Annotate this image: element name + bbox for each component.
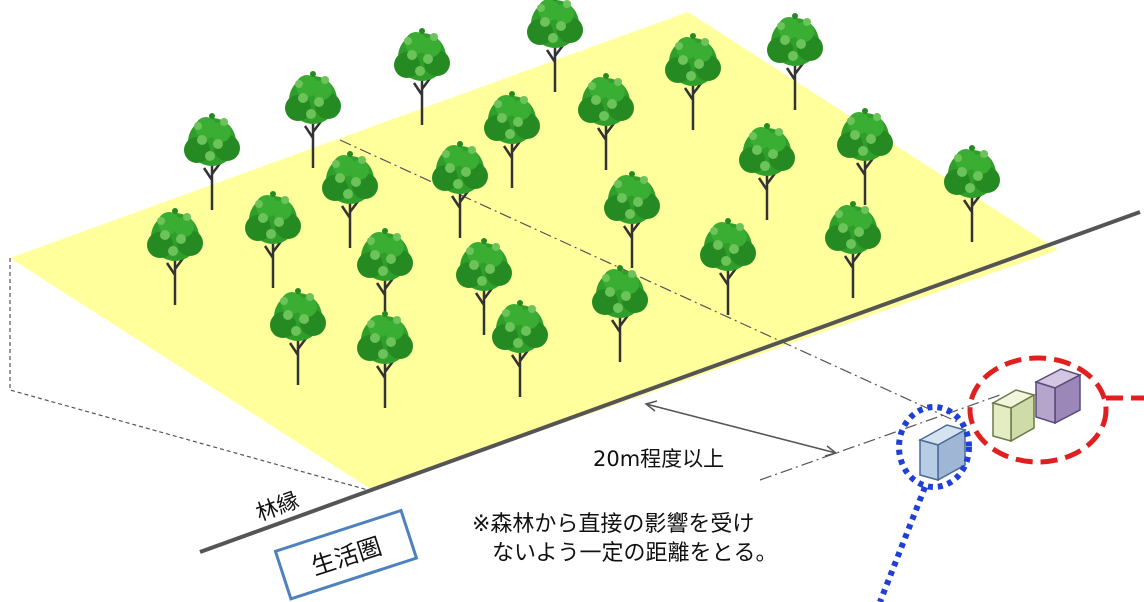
blue-leader-line: [877, 485, 928, 602]
forest-area: [10, 12, 1058, 490]
red-highlight-circle: [967, 355, 1109, 465]
forest-edge-line: [199, 210, 1141, 554]
house-box-icon: [918, 424, 967, 482]
boundary-line-outer: [759, 394, 1001, 481]
distance-arrow: [644, 400, 838, 457]
ground-profile-line: [9, 258, 369, 491]
house-box-icon: [1034, 368, 1082, 425]
blue-highlight-circle: [896, 404, 972, 490]
house-box-icon: [991, 389, 1036, 443]
note-line-1: ※森林から直接の影響を受け: [472, 512, 754, 537]
forest-edge-label: 林縁: [253, 488, 303, 527]
living-area-box: 生活圏: [273, 508, 419, 601]
note-line-2: ないよう一定の距離をとる。: [492, 541, 778, 566]
distance-label: 20m程度以上: [593, 447, 724, 471]
